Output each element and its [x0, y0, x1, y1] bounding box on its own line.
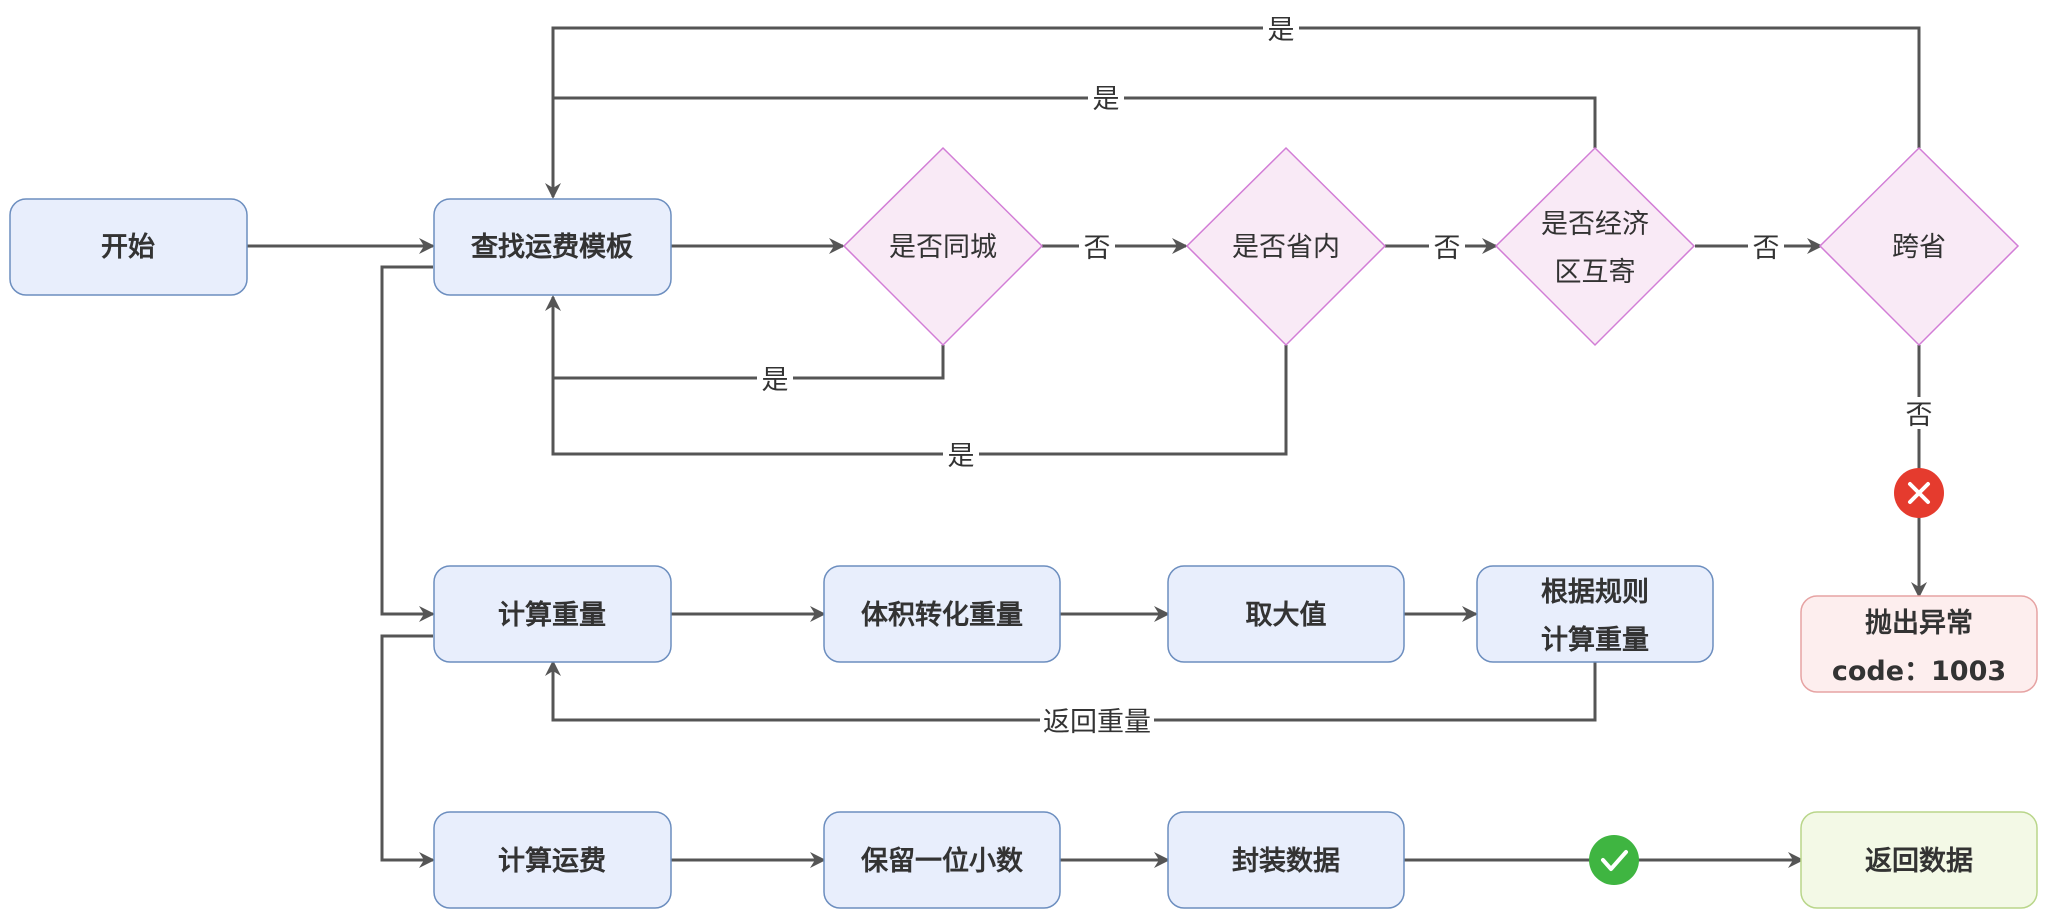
node-volume-weight [823, 565, 1061, 663]
node-rule-weight-line1: 根据规则 [1541, 577, 1649, 608]
node-return-data [1800, 811, 2038, 909]
node-volume-weight-label: 体积转化重量 [861, 600, 1023, 631]
edge-label-economic-zone-no: 否 [1753, 233, 1780, 264]
edge-cross-province-yes [545, 26, 1921, 199]
edge-label-same-province-no: 否 [1434, 233, 1461, 264]
node-take-max-label: 取大值 [1246, 600, 1327, 631]
edge-label-cross-province-yes: 是 [1268, 15, 1295, 46]
node-same-province-label: 是否省内 [1232, 232, 1340, 263]
node-cross-province-label: 跨省 [1892, 232, 1946, 263]
node-calc-fee [433, 811, 672, 909]
node-calc-weight-label: 计算重量 [498, 599, 606, 631]
node-keep-decimal-label: 保留一位小数 [860, 845, 1024, 877]
edge-find-template-to-calc-weight [380, 265, 435, 622]
node-cross-province [1818, 146, 2020, 347]
edge-same-province-yes [551, 345, 1288, 456]
check-circle-icon [1589, 835, 1639, 885]
edge-label-return-weight: 返回重量 [1043, 707, 1151, 738]
edge-calc-weight-to-calc-fee [380, 634, 435, 868]
node-start-label: 开始 [101, 231, 155, 263]
node-throw-error-line2: code：1003 [1832, 656, 2006, 687]
node-find-template [433, 198, 672, 296]
edges [247, 26, 1927, 868]
edge-label-economic-zone-yes: 是 [1093, 84, 1120, 115]
edge-economic-zone-yes [553, 96, 1597, 148]
node-same-city-label: 是否同城 [889, 232, 997, 263]
edge-label-same-city-yes: 是 [762, 365, 789, 396]
edge-labels: 是 是 否 否 否 是 是 否 返回重量 [757, 12, 1937, 738]
node-rule-weight-line2: 计算重量 [1541, 624, 1649, 656]
node-throw-error [1800, 595, 2038, 693]
node-take-max [1167, 565, 1405, 663]
edge-same-city-yes [545, 295, 945, 380]
node-find-template-label: 查找运费模板 [471, 232, 633, 263]
node-keep-decimal [823, 811, 1061, 909]
node-start [9, 198, 248, 296]
x-circle-icon [1894, 468, 1944, 518]
node-same-city [842, 146, 1044, 347]
node-economic-zone-line1: 是否经济 [1541, 209, 1649, 240]
nodes: 开始 查找运费模板 是否同城 是否省内 是否经济 区互寄 跨省 计算重量 体积转… [9, 146, 2038, 909]
node-package-data-label: 封装数据 [1232, 846, 1340, 877]
node-package-data [1167, 811, 1405, 909]
node-economic-zone-line2: 区互寄 [1555, 257, 1636, 288]
node-throw-error-line1: 抛出异常 [1865, 608, 1973, 639]
node-economic-zone [1494, 146, 1696, 347]
edge-label-same-city-no: 否 [1084, 233, 1111, 264]
node-same-province [1185, 146, 1387, 347]
node-return-data-label: 返回数据 [1865, 846, 1973, 877]
edge-label-same-province-yes: 是 [948, 441, 975, 472]
node-rule-weight [1476, 565, 1714, 663]
node-calc-weight [433, 565, 672, 663]
edge-label-cross-province-no: 否 [1906, 400, 1933, 431]
node-calc-fee-label: 计算运费 [498, 845, 606, 877]
